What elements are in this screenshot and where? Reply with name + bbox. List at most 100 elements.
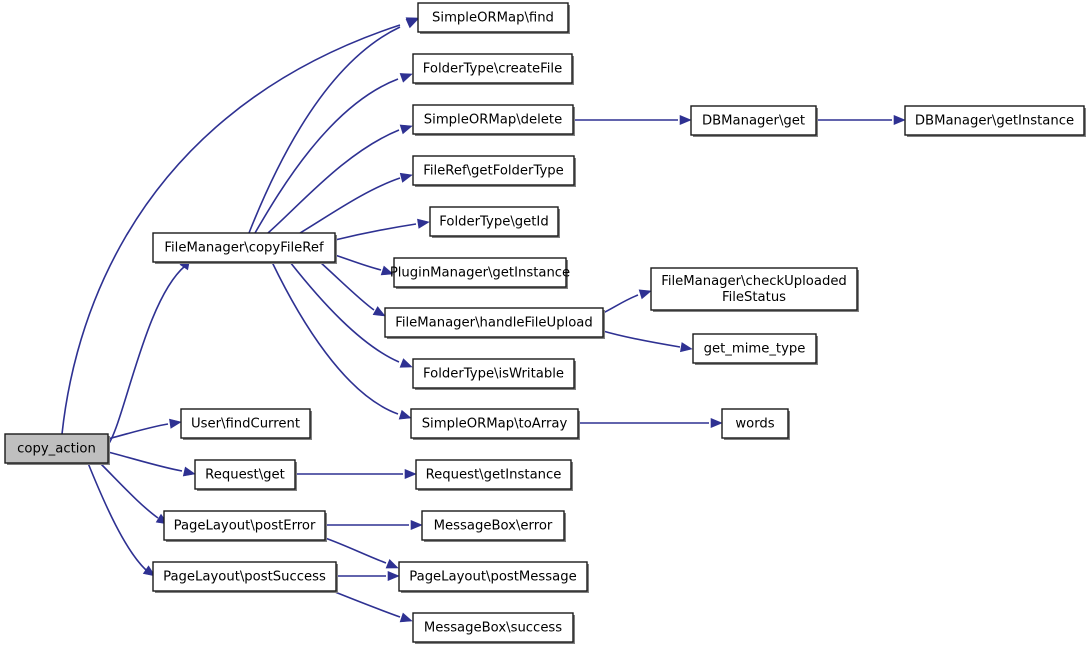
node-dbGet[interactable]: DBManager\get: [690, 105, 818, 137]
node-label: PageLayout\postSuccess: [163, 570, 326, 585]
node-label: SimpleORMap\find: [432, 11, 554, 26]
node-rect[interactable]: [417, 2, 569, 33]
arrow-head: [638, 289, 652, 300]
node-rect[interactable]: [410, 408, 579, 439]
node-label: words: [735, 417, 774, 432]
arrow-head: [399, 358, 413, 368]
arrow-head: [399, 172, 413, 183]
edge-postSuccess-to-msgSuccess: [329, 589, 413, 623]
node-label: FileManager\handleFileUpload: [395, 316, 593, 331]
node-label: FileRef\getFolderType: [423, 164, 564, 179]
node-label: DBManager\get: [702, 114, 805, 129]
node-find[interactable]: SimpleORMap\find: [417, 2, 570, 34]
node-label: Request\get: [205, 468, 285, 483]
node-requestGetInstance[interactable]: Request\getInstance: [415, 459, 573, 491]
node-postSuccess[interactable]: PageLayout\postSuccess: [152, 561, 338, 593]
edge-copyFileRef-to-isWritable: [289, 261, 413, 368]
edge-copyFileRef-to-find: [248, 18, 419, 234]
node-rect[interactable]: [692, 333, 817, 364]
node-label: PluginManager\getInstance: [390, 266, 570, 281]
node-label: MessageBox\success: [424, 621, 562, 636]
node-rect[interactable]: [650, 267, 858, 311]
edge-delete-to-dbGet: [573, 114, 692, 126]
node-label: FolderType\getId: [439, 215, 548, 230]
node-delete[interactable]: SimpleORMap\delete: [412, 104, 575, 136]
node-label: FolderType\isWritable: [423, 367, 564, 382]
edge-copyFileRef-to-pluginGetInstance: [334, 254, 394, 276]
node-mimeType[interactable]: get_mime_type: [692, 333, 818, 365]
node-rect[interactable]: [412, 53, 573, 84]
arrow-head: [893, 114, 906, 126]
edge-requestGet-to-requestGetInstance: [295, 468, 417, 480]
node-rect[interactable]: [412, 155, 575, 186]
node-rect[interactable]: [412, 358, 575, 389]
node-rect[interactable]: [152, 232, 336, 263]
node-rect[interactable]: [429, 206, 559, 237]
edge-copy_action-to-find: [61, 17, 419, 435]
node-rect[interactable]: [690, 105, 817, 136]
node-msgSuccess[interactable]: MessageBox\success: [412, 612, 575, 644]
node-rect[interactable]: [398, 561, 588, 592]
edge-copy_action-to-postSuccess: [87, 462, 156, 577]
arrow-head: [410, 519, 423, 531]
node-pluginGetInstance[interactable]: PluginManager\getInstance: [390, 257, 570, 289]
edge-handleFileUpload-to-mimeType: [602, 330, 693, 353]
node-postMessage[interactable]: PageLayout\postMessage: [398, 561, 589, 593]
node-isWritable[interactable]: FolderType\isWritable: [412, 358, 576, 390]
node-rect[interactable]: [4, 433, 109, 464]
arrow-head: [142, 565, 156, 577]
edge-copyFileRef-to-delete: [267, 124, 413, 234]
node-toArray[interactable]: SimpleORMap\toArray: [410, 408, 580, 440]
edge-copyFileRef-to-toArray: [271, 261, 412, 420]
arrow-head: [679, 114, 692, 126]
arrow-head: [399, 124, 413, 135]
node-label: FolderType\createFile: [423, 62, 562, 77]
node-dbGetInstance[interactable]: DBManager\getInstance: [904, 105, 1086, 137]
edge-copy_action-to-findCurrent: [107, 418, 182, 440]
node-rect[interactable]: [412, 612, 574, 643]
node-rect[interactable]: [393, 257, 567, 288]
node-label: DBManager\getInstance: [915, 114, 1074, 129]
node-rect[interactable]: [721, 408, 789, 439]
node-requestGet[interactable]: Request\get: [194, 459, 297, 491]
node-handleFileUpload[interactable]: FileManager\handleFileUpload: [384, 307, 605, 339]
node-rect[interactable]: [415, 459, 572, 490]
node-rect[interactable]: [194, 459, 296, 490]
node-label: User\findCurrent: [191, 417, 300, 432]
node-rect[interactable]: [412, 104, 574, 135]
node-words[interactable]: words: [721, 408, 790, 440]
node-getFolderType[interactable]: FileRef\getFolderType: [412, 155, 576, 187]
arrow-head: [710, 417, 723, 429]
node-getId[interactable]: FolderType\getId: [429, 206, 560, 238]
node-msgError[interactable]: MessageBox\error: [421, 510, 566, 542]
node-rect[interactable]: [904, 105, 1085, 136]
node-label: Request\getInstance: [426, 468, 562, 483]
node-copy_action[interactable]: copy_action: [4, 433, 110, 465]
node-createFile[interactable]: FolderType\createFile: [412, 53, 574, 85]
node-findCurrent[interactable]: User\findCurrent: [180, 408, 312, 440]
edge-copy_action-to-copyFileRef: [107, 257, 191, 446]
arrow-head: [398, 409, 412, 420]
node-label: MessageBox\error: [434, 519, 553, 534]
edges-layer: [61, 17, 906, 623]
edge-handleFileUpload-to-checkUploaded: [602, 289, 652, 314]
edge-copyFileRef-to-getFolderType: [299, 172, 413, 234]
node-label: copy_action: [17, 442, 96, 457]
edge-postError-to-postMessage: [324, 537, 399, 569]
node-rect[interactable]: [384, 307, 604, 338]
edge-postError-to-msgError: [325, 519, 423, 531]
edge-copyFileRef-to-handleFileUpload: [319, 261, 386, 317]
node-postError[interactable]: PageLayout\postError: [163, 510, 327, 542]
arrow-head: [372, 306, 386, 317]
arrow-head: [417, 218, 430, 229]
node-rect[interactable]: [152, 561, 337, 592]
edge-dbGet-to-dbGetInstance: [816, 114, 906, 126]
node-rect[interactable]: [180, 408, 311, 439]
arrow-head: [387, 570, 400, 582]
arrow-head: [680, 342, 693, 353]
node-rect[interactable]: [163, 510, 326, 541]
node-rect[interactable]: [421, 510, 565, 541]
node-copyFileRef[interactable]: FileManager\copyFileRef: [152, 232, 337, 264]
